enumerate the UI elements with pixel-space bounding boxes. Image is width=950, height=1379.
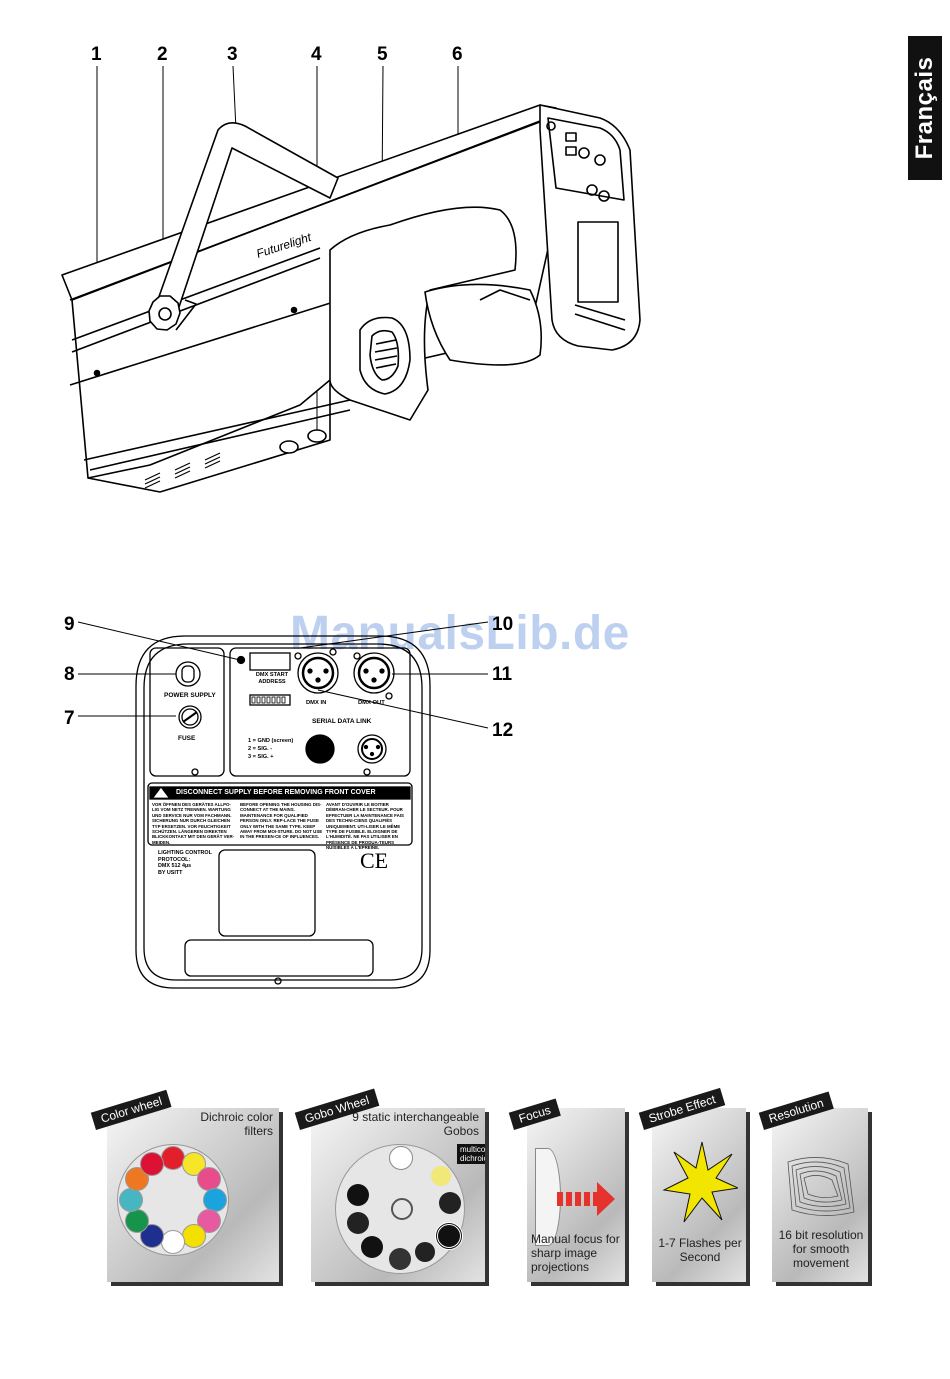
callout-6: 6	[452, 44, 463, 65]
pin-2-label: 2 = SIG. -	[248, 746, 273, 752]
callout-10: 10	[492, 614, 514, 635]
color-filter-dot	[124, 1209, 149, 1233]
gobo-pattern	[347, 1184, 369, 1206]
color-filter-dot	[161, 1146, 185, 1170]
feature-text: Manual focus for sharp image projections	[531, 1232, 620, 1274]
gobo-pattern	[361, 1236, 383, 1258]
device-illustration: Futurelight	[61, 65, 641, 493]
color-filter-dot	[119, 1188, 143, 1212]
language-tab: Français	[908, 36, 942, 180]
color-filter-dot	[161, 1230, 185, 1254]
callout-5: 5	[377, 44, 388, 65]
fuse-label: FUSE	[178, 735, 196, 742]
focus-arrow-shaft	[557, 1192, 597, 1206]
callout-3: 3	[227, 44, 238, 65]
callout-2: 2	[157, 44, 168, 65]
feature-card-strobe: 1-7 Flashes per Second	[652, 1108, 746, 1282]
strobe-flash-icon	[662, 1141, 738, 1223]
protocol-line: LIGHTING CONTROL	[158, 850, 212, 856]
feature-card-focus: Manual focus for sharp image projections	[527, 1108, 625, 1282]
ce-mark: CE	[360, 848, 389, 873]
callout-4: 4	[311, 44, 322, 65]
gobo-pattern	[415, 1242, 435, 1262]
warning-text-de: VOR ÖFFNEN DES GERÄTES ALLPO-LIG VOM NET…	[152, 802, 235, 845]
gobo-center-hub	[391, 1198, 413, 1220]
multicolor-gobo-tag: multicolor dichroic gobo	[457, 1144, 485, 1164]
gobo-pattern	[439, 1192, 461, 1214]
feature-card-resolution: 16 bit resolution for smooth movement	[772, 1108, 868, 1282]
resolution-icon	[787, 1157, 855, 1216]
gobo-pattern	[435, 1222, 463, 1250]
protocol-line: BY USITT	[158, 869, 183, 876]
feature-card-color-wheel: Dichroic color filters	[107, 1108, 279, 1282]
pin-3-label: 3 = SIG. +	[248, 754, 274, 760]
feature-text: 1-7 Flashes per Second	[658, 1236, 742, 1264]
feature-text: 9 static interchangeable Gobos	[352, 1110, 479, 1138]
back-panel-illustration	[77, 621, 489, 989]
serial-data-link-label: SERIAL DATA LINK	[312, 718, 372, 725]
protocol-block: LIGHTING CONTROL PROTOCOL: DMX 512 4µs B…	[158, 850, 212, 876]
callout-7: 7	[64, 708, 75, 729]
power-supply-label: POWER SUPPLY	[164, 692, 216, 699]
gobo-open	[389, 1146, 413, 1170]
warning-banner: DISCONNECT SUPPLY BEFORE REMOVING FRONT …	[176, 789, 376, 796]
warning-text-en: BEFORE OPENING THE HOUSING DIS-CONNECT A…	[240, 802, 323, 840]
pin-1-label: 1 = GND (screen)	[248, 738, 294, 744]
gobo-dichroic	[431, 1166, 451, 1186]
gobo-pattern	[347, 1212, 369, 1234]
callout-12: 12	[492, 720, 514, 741]
feature-text: 16 bit resolution for smooth movement	[778, 1228, 864, 1270]
callout-9: 9	[64, 614, 75, 635]
focus-arrow-icon	[597, 1182, 615, 1216]
callout-8: 8	[64, 664, 75, 685]
callout-11: 11	[492, 664, 513, 685]
feature-card-gobo-wheel: 9 static interchangeable Gobos multicolo…	[311, 1108, 485, 1282]
gobo-pattern	[389, 1248, 411, 1270]
dmx-start-address-label: DMX START ADDRESS	[255, 672, 289, 685]
callout-1: 1	[91, 44, 102, 65]
feature-text: Dichroic color filters	[200, 1110, 273, 1138]
protocol-line: DMX 512 4µs	[158, 863, 192, 870]
warning-text-fr: AVANT D'OUVRIR LE BOITIER DÉBRAN-CHER LE…	[326, 802, 404, 851]
color-filter-dot	[182, 1224, 206, 1249]
color-filter-dot	[140, 1151, 164, 1176]
watermark: ManualsLib.de	[290, 607, 630, 660]
dmx-out-label: DMX OUT	[358, 700, 385, 706]
protocol-line: PROTOCOL:	[158, 856, 191, 863]
dmx-in-label: DMX IN	[306, 700, 327, 706]
